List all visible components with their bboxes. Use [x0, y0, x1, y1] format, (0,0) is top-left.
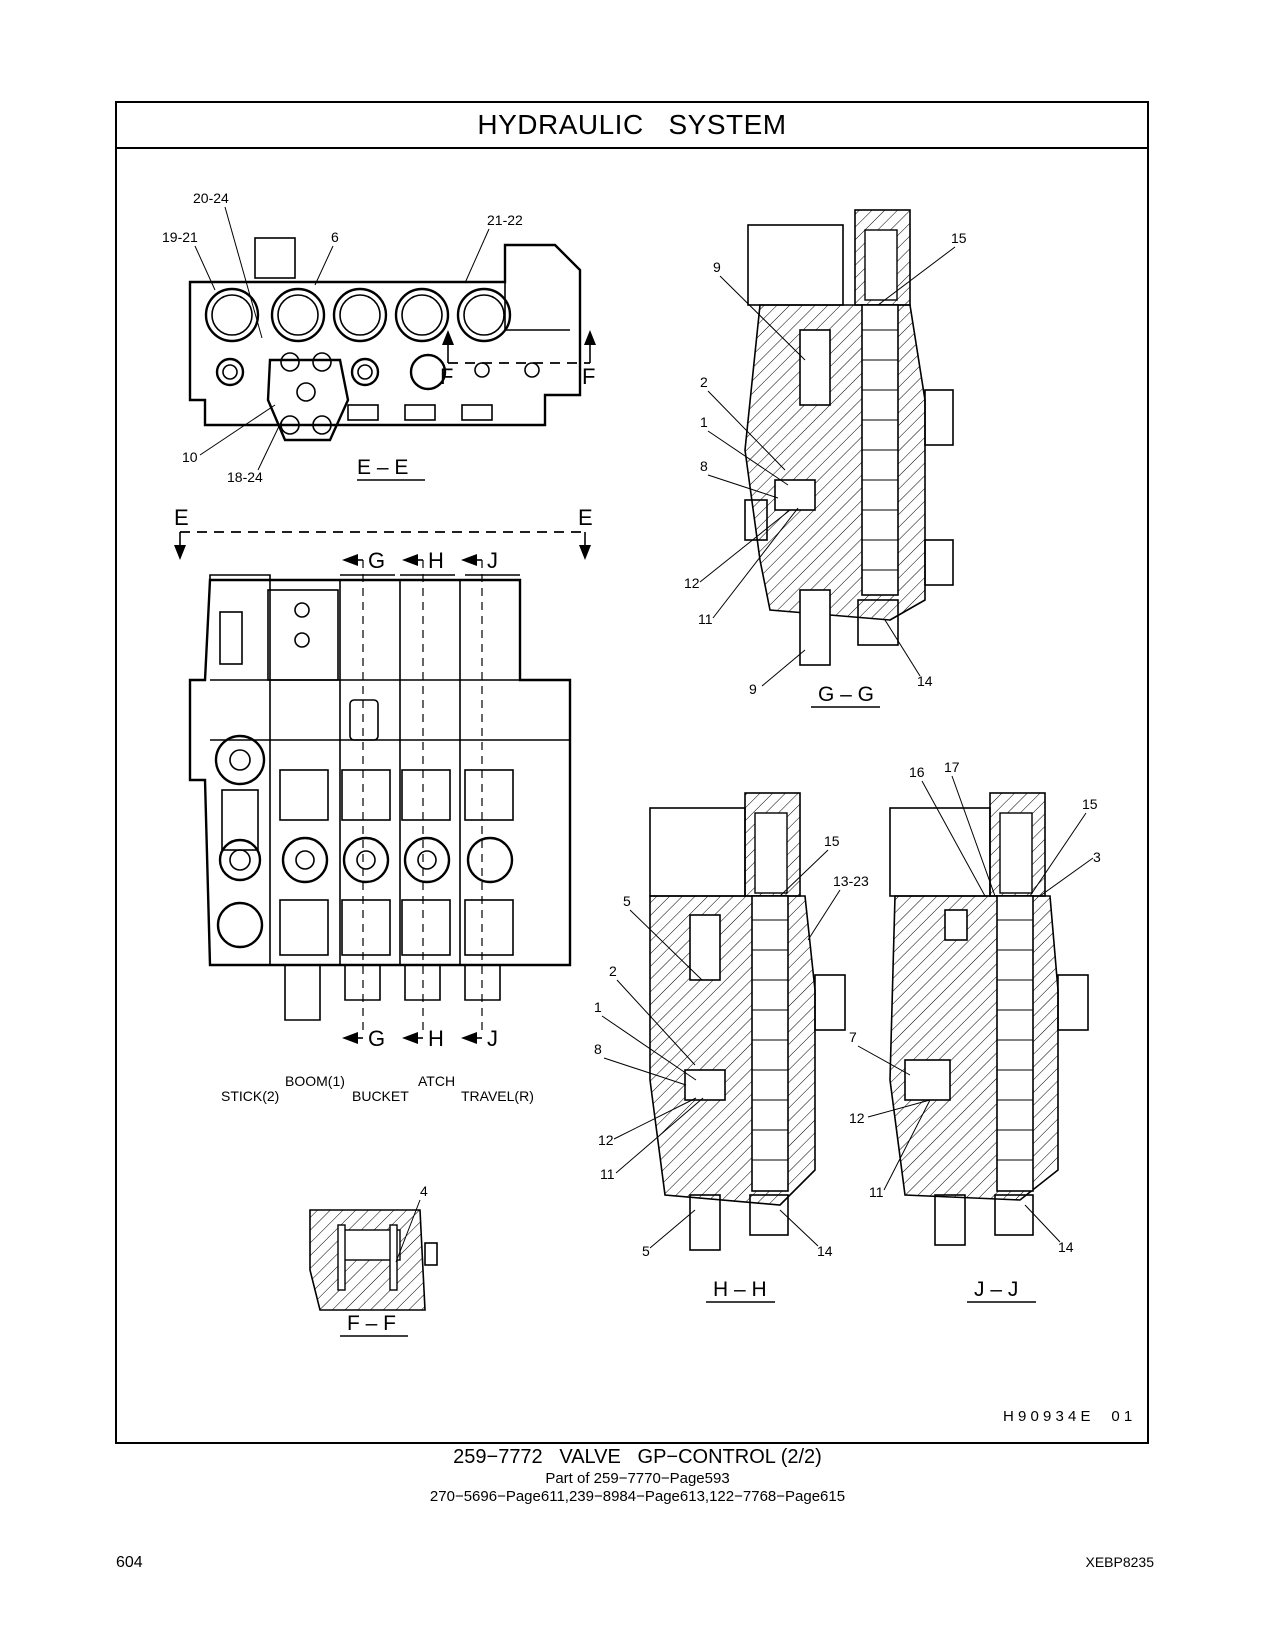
- callout-10: 10: [182, 449, 198, 465]
- callout-14: 14: [817, 1243, 833, 1259]
- section-mark-h-top: H: [428, 548, 444, 573]
- section-mark-j-top: J: [487, 548, 498, 573]
- section-mark-j-bottom: J: [487, 1026, 498, 1051]
- callout-13-23: 13-23: [833, 873, 869, 889]
- section-label-ee: E – E: [357, 456, 408, 479]
- callout-2: 2: [609, 963, 617, 979]
- callout-11: 11: [600, 1166, 615, 1182]
- callout-7: 7: [849, 1029, 857, 1045]
- callout-3: 3: [1093, 849, 1101, 865]
- callout-1: 1: [700, 414, 708, 430]
- callout-19-21: 19-21: [162, 229, 198, 245]
- view-jj: 16 17 15 3 7 12 11 14 J – J: [849, 759, 1101, 1303]
- callout-12: 12: [684, 575, 700, 591]
- caption-references: 270−5696−Page611,239−8984−Page613,122−77…: [429, 1488, 846, 1505]
- callout-9-bottom: 9: [749, 681, 757, 697]
- callout-2: 2: [700, 374, 708, 390]
- view-ee: F F 20-24 19-21 6 21-22 10 18-24 E – E: [162, 190, 596, 485]
- callout-5-bottom: 5: [642, 1243, 650, 1259]
- view-hh: 15 13-23 5 2 1 8 12 11 5 14 H – H: [594, 792, 869, 1303]
- valve-label-boom: BOOM(1): [285, 1073, 345, 1089]
- callout-6: 6: [331, 229, 339, 245]
- callout-16: 16: [909, 764, 925, 780]
- callout-11: 11: [869, 1184, 884, 1200]
- section-mark-h-bottom: H: [428, 1026, 444, 1051]
- section-label-gg: G – G: [818, 683, 874, 706]
- section-label-jj: J – J: [974, 1278, 1018, 1301]
- valve-label-travel: TRAVEL(R): [461, 1088, 534, 1104]
- section-mark-g-bottom: G: [368, 1026, 385, 1051]
- callout-21-22: 21-22: [487, 212, 523, 228]
- page-number: 604: [116, 1554, 143, 1571]
- section-mark-f-left: F: [440, 364, 453, 389]
- drawing-frame: HYDRAULIC SYSTEM: [115, 101, 1149, 1444]
- callout-14: 14: [1058, 1239, 1074, 1255]
- document-code: XEBP8235: [1085, 1554, 1155, 1570]
- valve-label-stick: STICK(2): [221, 1088, 279, 1104]
- section-mark-e-left: E: [174, 505, 189, 530]
- callout-15: 15: [1082, 796, 1098, 812]
- callout-8: 8: [594, 1041, 602, 1057]
- illustration-code: H 9 0 9 3 4 E 0 1: [1003, 1408, 1132, 1425]
- callout-4: 4: [420, 1183, 428, 1199]
- callout-12: 12: [849, 1110, 865, 1126]
- callout-12: 12: [598, 1132, 614, 1148]
- callout-20-24: 20-24: [193, 190, 229, 206]
- page-title: HYDRAULIC SYSTEM: [117, 103, 1147, 149]
- section-mark-e-right: E: [578, 505, 593, 530]
- callout-11: 11: [698, 611, 713, 627]
- section-label-hh: H – H: [713, 1278, 767, 1301]
- callout-5-top: 5: [623, 893, 631, 909]
- section-label-ff: F – F: [347, 1312, 396, 1335]
- callout-8: 8: [700, 458, 708, 474]
- ee-port-row: [204, 287, 512, 343]
- callout-14: 14: [917, 673, 933, 689]
- callout-9-top: 9: [713, 259, 721, 275]
- caption-part-of: Part of 259−7770−Page593: [545, 1470, 730, 1487]
- callout-15: 15: [951, 230, 967, 246]
- front-spool-caps: [281, 836, 514, 884]
- view-gg: 9 15 2 1 8 12 11 9 14 G – G: [684, 209, 967, 708]
- callout-1: 1: [594, 999, 602, 1015]
- section-mark-f-right: F: [582, 364, 595, 389]
- caption-title: 259−7772 VALVE GP−CONTROL (2/2): [453, 1446, 822, 1468]
- callout-18-24: 18-24: [227, 469, 263, 485]
- valve-label-atch: ATCH: [418, 1073, 455, 1089]
- view-ff: 4 F – F: [309, 1183, 438, 1337]
- section-mark-g-top: G: [368, 548, 385, 573]
- valve-label-bucket: BUCKET: [352, 1088, 409, 1104]
- callout-15: 15: [824, 833, 840, 849]
- callout-17: 17: [944, 759, 960, 775]
- view-front: E E G H J: [174, 505, 593, 1104]
